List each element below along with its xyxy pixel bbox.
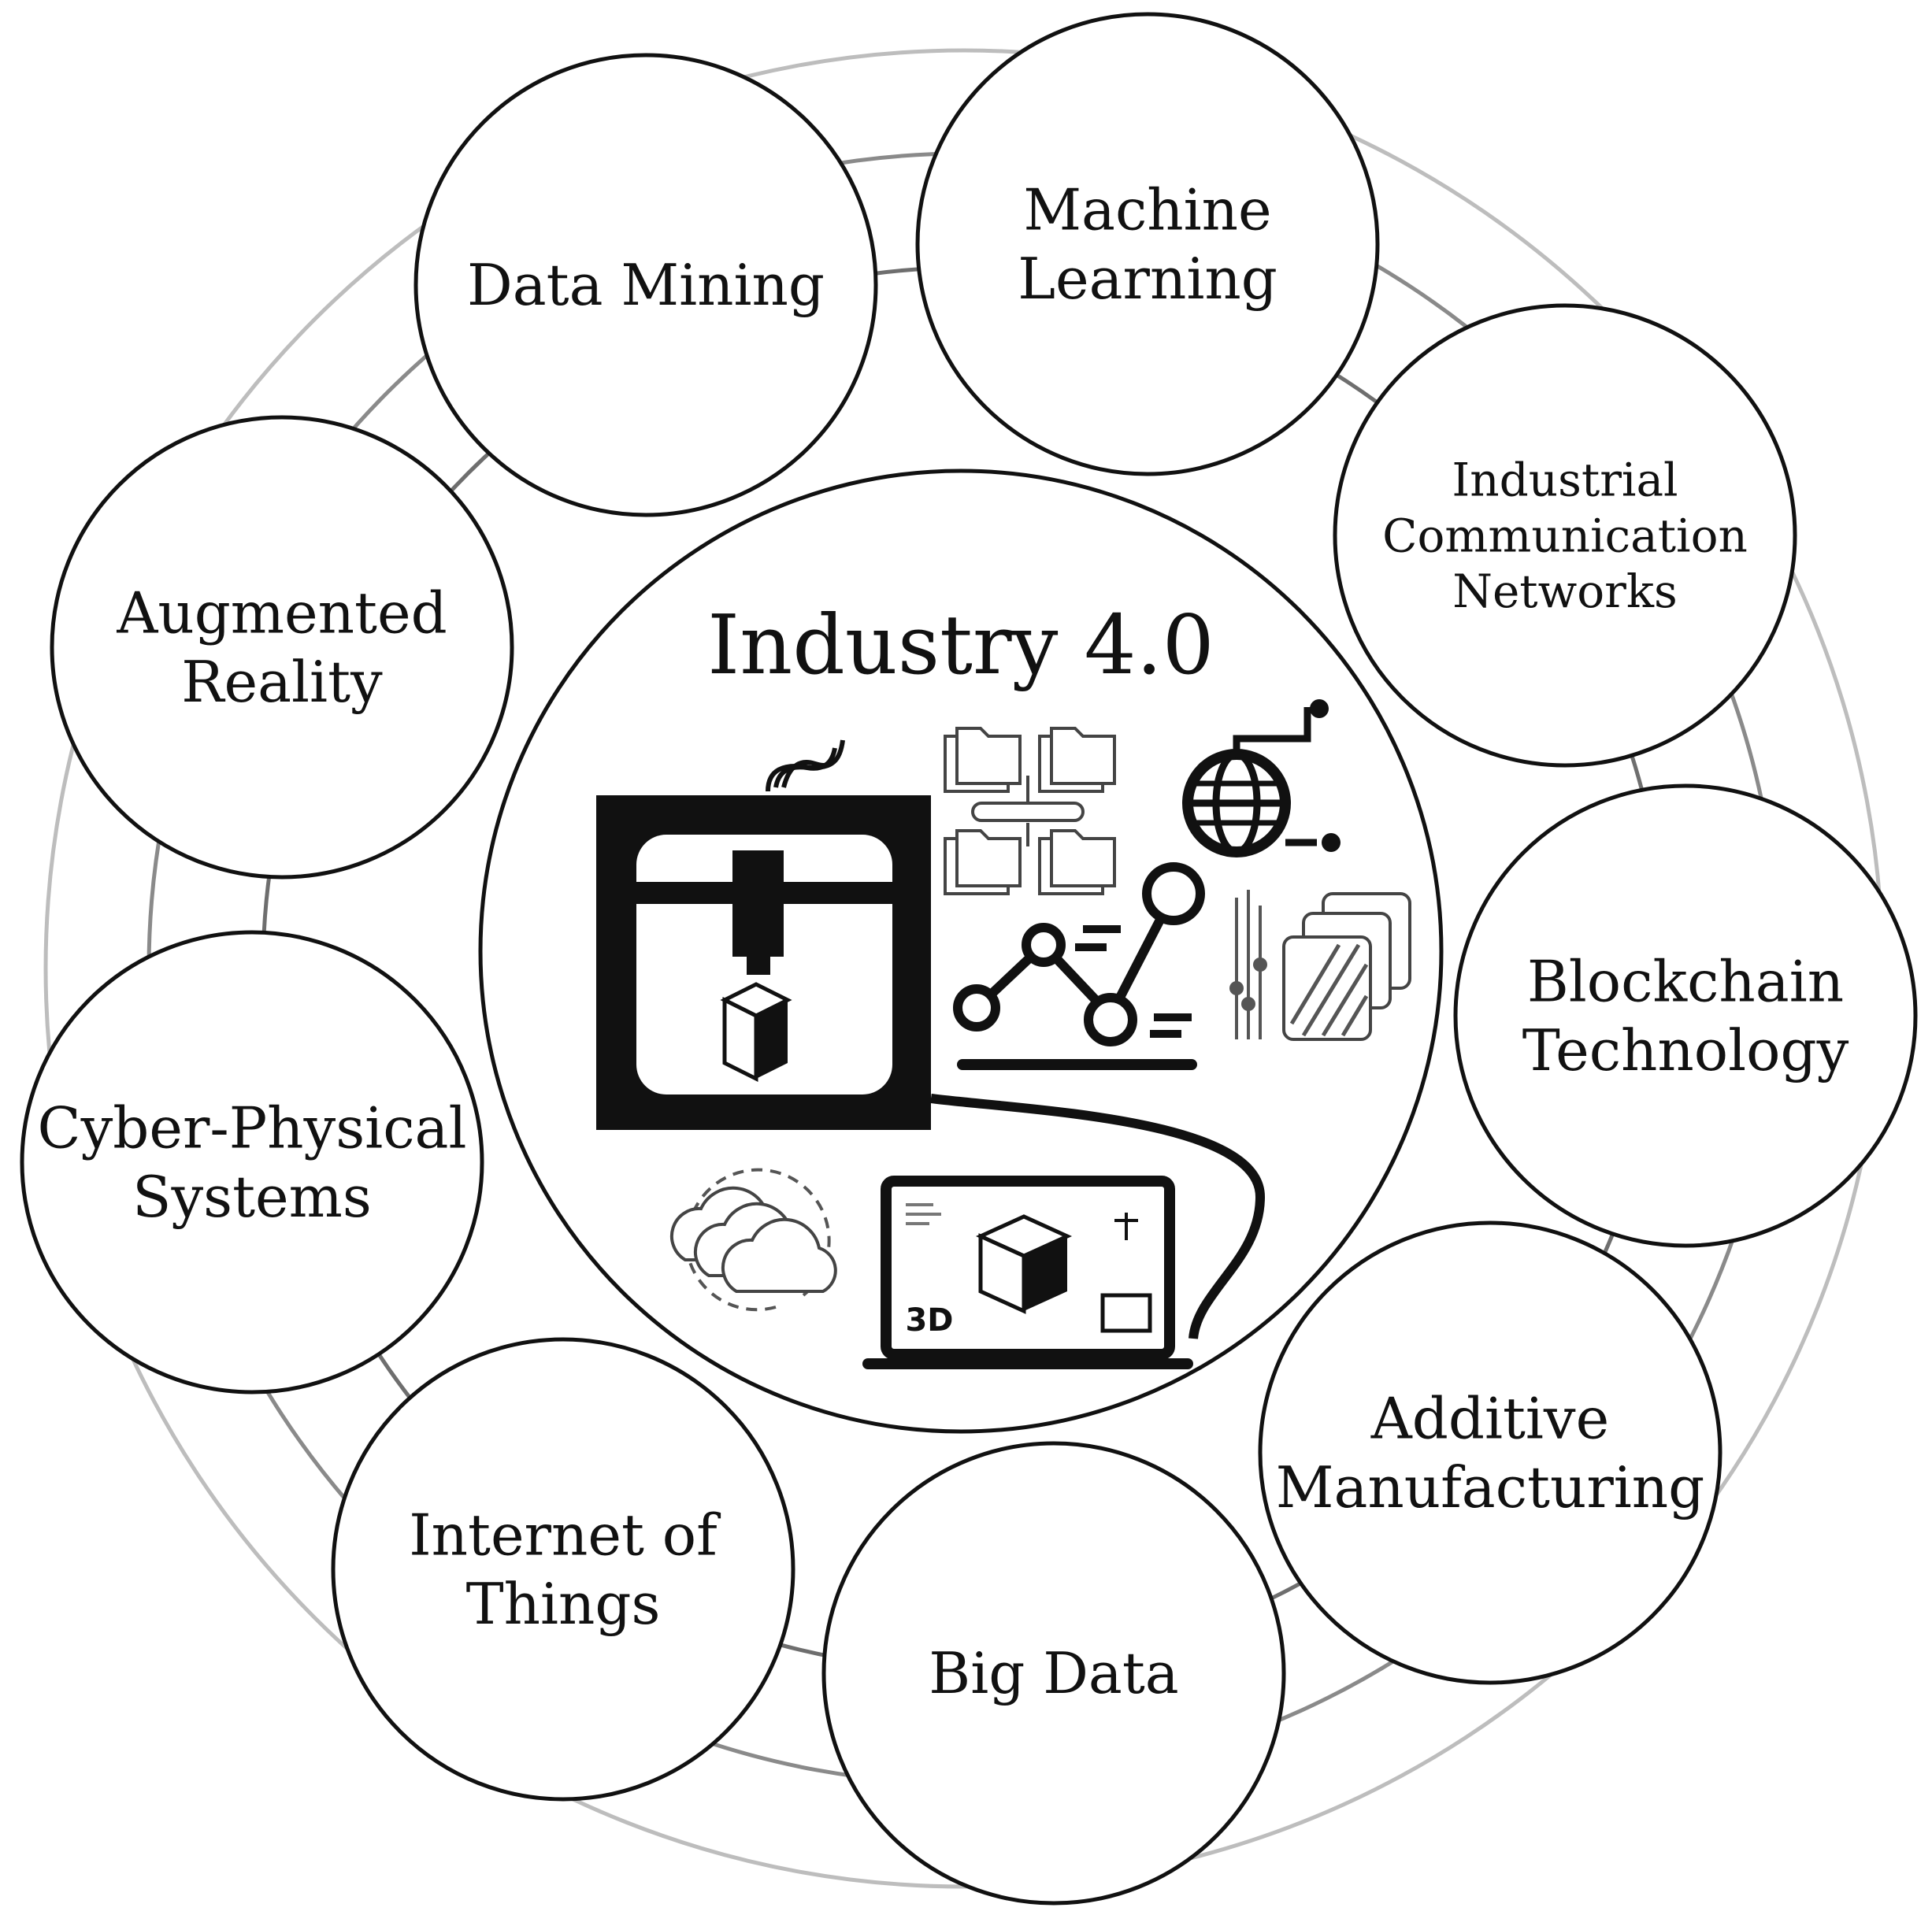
node-circle [331,1337,795,1802]
node-big-data: Big Data [821,1441,1286,1906]
node-label: Machine [1023,176,1271,243]
node-label: Learning [1018,246,1277,312]
node-label: Cyber-Physical [38,1094,467,1161]
node-circle [1258,1220,1722,1685]
node-label: Data Mining [467,252,825,318]
globe-network-icon [1182,699,1341,857]
node-circle [50,415,514,880]
node-circle [20,930,484,1394]
node-circle [413,53,878,517]
node-label: Additive [1370,1385,1609,1451]
node-label: Industrial [1452,454,1678,507]
cloud-sync-icon [669,1168,837,1312]
node-label: Reality [181,649,383,715]
folder-network-icon [944,727,1116,895]
laptop-3d-icon: 3D [862,1176,1193,1369]
node-label: Systems [132,1164,372,1230]
technology-nodes: Data MiningMachineLearningIndustrialComm… [20,12,1918,1906]
node-label: Technology [1522,1017,1849,1083]
node-label: Communication [1382,509,1748,562]
node-data-mining: Data Mining [413,53,878,517]
node-label: Things [466,1571,661,1637]
node-circle [1453,783,1918,1248]
node-circle [821,1441,1286,1906]
node-label: Manufacturing [1276,1454,1705,1520]
node-circle [915,12,1380,476]
3d-printer-icon [596,739,1266,1339]
node-label: Big Data [929,1640,1178,1706]
node-label: Blockchain [1527,948,1844,1014]
center-title: Industry 4.0 [707,597,1214,693]
node-label: Internet of [409,1502,721,1568]
line-chart-icon [953,862,1205,1070]
node-label: Augmented [116,580,447,646]
node-label: Networks [1452,565,1678,618]
blockchain-blocks-icon [1229,890,1411,1041]
laptop-3d-label: 3D [905,1302,953,1339]
node-circle [1333,303,1797,768]
